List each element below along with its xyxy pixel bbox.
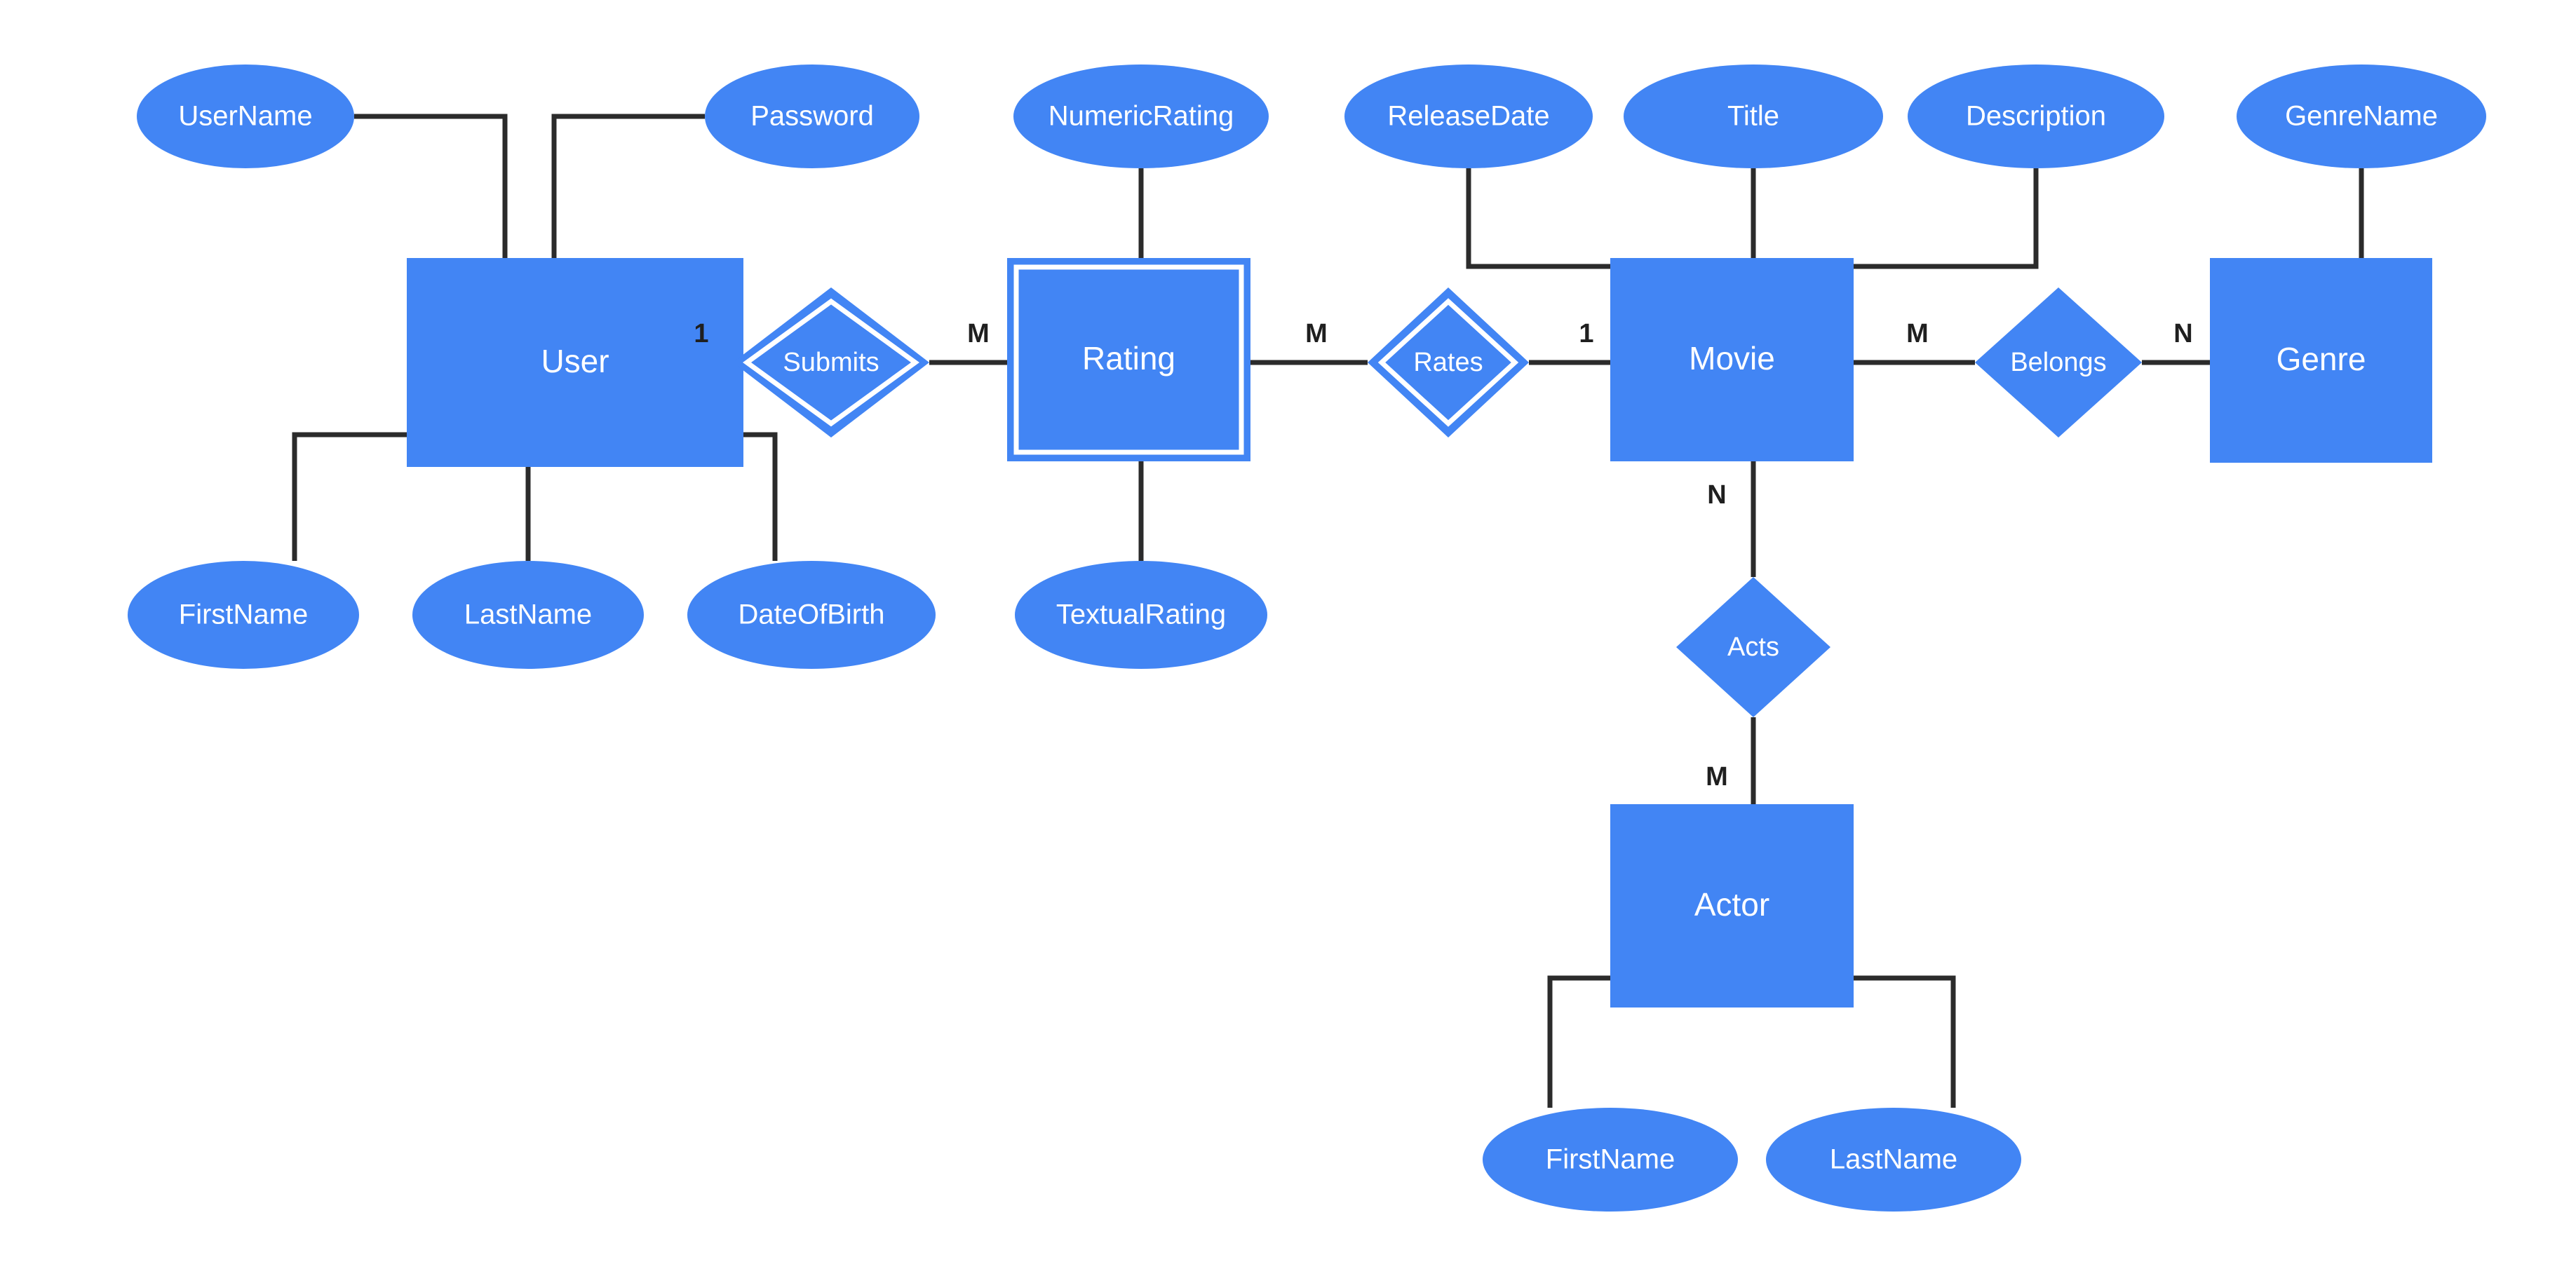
connector-username-to-user: [354, 114, 508, 258]
attribute-label-actor-last: LastName: [1830, 1144, 1957, 1175]
entity-label-genre: Genre: [2277, 341, 2366, 377]
entity-box-movie: [1610, 258, 1854, 461]
cardinality-submits-rating: M: [967, 319, 990, 348]
attribute-title[interactable]: Title: [1624, 65, 1883, 168]
relationship-belongs[interactable]: Belongs: [1975, 287, 2142, 437]
attribute-label-description: Description: [1966, 101, 2106, 132]
entity-actor[interactable]: Actor: [1610, 804, 1854, 1007]
attribute-label-numericrating: NumericRating: [1048, 101, 1234, 132]
connector-actor-to-lastname: [1854, 975, 1956, 1108]
attribute-ellipse-description: [1908, 65, 2164, 168]
relationship-submits[interactable]: Submits: [733, 287, 929, 437]
attribute-releasedate[interactable]: ReleaseDate: [1344, 65, 1593, 168]
relationship-label-acts: Acts: [1727, 632, 1779, 662]
attribute-label-releasedate: ReleaseDate: [1387, 101, 1549, 132]
relationship-rates[interactable]: Rates: [1368, 287, 1529, 437]
cardinality-movie-belongs: M: [1906, 319, 1929, 348]
attribute-ellipse-title: [1624, 65, 1883, 168]
weak-entity-inner-border-rating: [1013, 264, 1244, 455]
attribute-label-title: Title: [1727, 101, 1779, 132]
entity-label-user: User: [541, 343, 609, 379]
attribute-ellipse-textualrating: [1015, 561, 1267, 669]
entity-user[interactable]: User: [407, 258, 743, 467]
attribute-ellipse-user-first: [128, 561, 359, 669]
attribute-description[interactable]: Description: [1908, 65, 2164, 168]
attribute-ellipse-actor-first: [1483, 1108, 1738, 1212]
attribute-ellipse-password: [705, 65, 919, 168]
attribute-ellipse-actor-last: [1766, 1108, 2021, 1212]
connector-password-to-user: [551, 114, 705, 258]
cardinality-user-submits: 1: [694, 319, 708, 348]
attribute-numericrating[interactable]: NumericRating: [1013, 65, 1269, 168]
relationship-diamond-submits: [733, 287, 929, 437]
relationship-diamond-acts: [1676, 577, 1830, 717]
entity-box-genre: [2210, 258, 2432, 463]
attribute-label-user-first: FirstName: [179, 599, 308, 630]
cardinality-belongs-genre: N: [2173, 319, 2192, 348]
entity-box-rating: [1007, 258, 1250, 461]
entity-movie[interactable]: Movie: [1610, 258, 1854, 461]
entity-label-rating: Rating: [1082, 340, 1175, 376]
attribute-actor-first[interactable]: FirstName: [1483, 1108, 1738, 1212]
connector-description-to-movie: [1821, 168, 2039, 269]
entity-rating[interactable]: Rating: [1007, 258, 1250, 461]
entity-box-user: [407, 258, 743, 467]
attribute-label-genrename: GenreName: [2285, 101, 2438, 132]
relationship-label-rates: Rates: [1413, 348, 1483, 377]
relationship-acts[interactable]: Acts: [1676, 577, 1830, 717]
relationship-label-belongs: Belongs: [2010, 348, 2106, 377]
attribute-label-textualrating: TextualRating: [1056, 599, 1226, 630]
connector-actor-to-firstname: [1547, 975, 1610, 1108]
entity-genre[interactable]: Genre: [2210, 258, 2432, 463]
relationship-diamond-rates: [1368, 287, 1529, 437]
attribute-label-dateofbirth: DateOfBirth: [739, 599, 885, 630]
entity-box-actor: [1610, 804, 1854, 1007]
attribute-actor-last[interactable]: LastName: [1766, 1108, 2021, 1212]
cardinality-acts-actor: M: [1706, 762, 1728, 792]
connector-releasedate-to-movie: [1466, 168, 1683, 269]
attribute-ellipse-releasedate: [1344, 65, 1593, 168]
identifying-relationship-inner-border-rates: [1377, 298, 1519, 427]
connector-user-to-dateofbirth: [743, 432, 778, 561]
cardinality-movie-acts: N: [1707, 480, 1726, 510]
attribute-label-actor-first: FirstName: [1546, 1144, 1675, 1175]
entity-label-actor: Actor: [1694, 886, 1769, 923]
relationship-diamond-belongs: [1975, 287, 2142, 437]
attribute-user-first[interactable]: FirstName: [128, 561, 359, 669]
attribute-label-username: UserName: [178, 101, 312, 132]
attribute-ellipse-dateofbirth: [687, 561, 936, 669]
relationship-label-submits: Submits: [783, 348, 879, 377]
attribute-label-user-last: LastName: [464, 599, 592, 630]
attribute-password[interactable]: Password: [705, 65, 919, 168]
cardinality-rating-rates: M: [1305, 319, 1328, 348]
attribute-ellipse-user-last: [412, 561, 644, 669]
attribute-user-last[interactable]: LastName: [412, 561, 644, 669]
attribute-ellipse-numericrating: [1013, 65, 1269, 168]
attribute-ellipse-username: [137, 65, 354, 168]
attribute-ellipse-genrename: [2237, 65, 2486, 168]
cardinality-rates-movie: 1: [1579, 319, 1593, 348]
attribute-dateofbirth[interactable]: DateOfBirth: [687, 561, 936, 669]
attribute-genrename[interactable]: GenreName: [2237, 65, 2486, 168]
attribute-textualrating[interactable]: TextualRating: [1015, 561, 1267, 669]
connector-user-to-firstname: [292, 432, 407, 561]
attribute-username[interactable]: UserName: [137, 65, 354, 168]
attribute-label-password: Password: [750, 101, 874, 132]
entity-label-movie: Movie: [1689, 340, 1775, 376]
identifying-relationship-inner-border-submits: [743, 298, 919, 427]
